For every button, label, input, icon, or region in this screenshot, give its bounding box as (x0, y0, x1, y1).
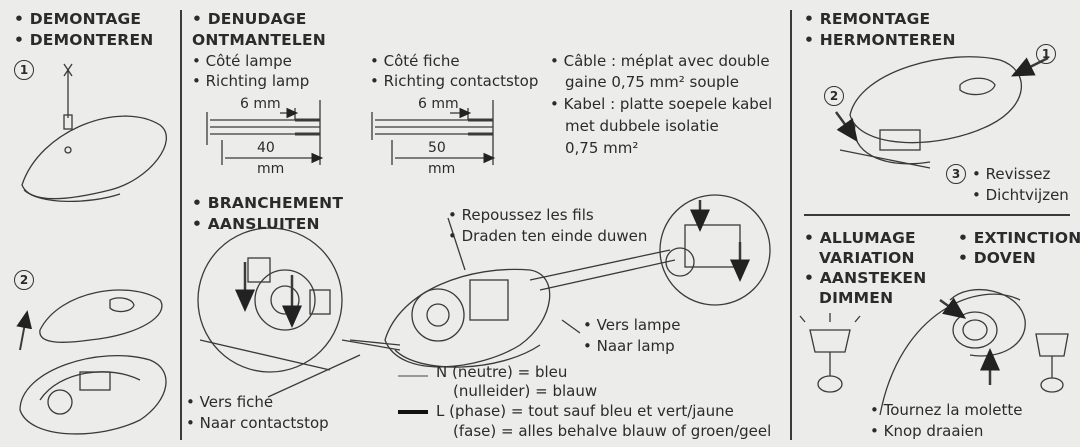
plug-cable-length: 50 (428, 140, 446, 156)
neutral-wire-fr: N (neutre) = bleu (436, 363, 568, 381)
turn-knob-fr: Tournez la molette (870, 403, 1023, 418)
switch-off-fr: EXTINCTION (958, 230, 1080, 247)
switch-on-nl: AANSTEKEN (804, 270, 926, 287)
remontage-step-3: 3 (946, 164, 966, 184)
separator-left (180, 10, 182, 440)
cable-spec-nl-2: met dubbele isolatie (565, 117, 719, 135)
switch-dim-fr: VARIATION (819, 249, 915, 267)
denudage-heading-nl: ONTMANTELEN (192, 31, 326, 49)
demontage-step-1: 1 (14, 60, 34, 80)
strip-diagram-lamp (206, 100, 324, 165)
demontage-heading-fr: DEMONTAGE (14, 11, 141, 28)
switch-off-nl: DOVEN (958, 250, 1036, 267)
lamp-cable-length: 40 (257, 140, 275, 156)
phase-wire-fr: L (phase) = tout sauf bleu et vert/jaune (436, 402, 734, 420)
denudage-lamp-nl: Richting lamp (192, 74, 310, 89)
strip-diagram-plug (371, 100, 496, 165)
remontage-step-2: 2 (824, 86, 844, 106)
denudage-heading-fr: DENUDAGE (192, 11, 307, 28)
switch-dim-nl: DIMMEN (819, 289, 894, 307)
demontage-heading-nl: DEMONTEREN (14, 32, 153, 49)
remontage-step-1: 1 (1036, 44, 1056, 64)
denudage-plug-nl: Richting contactstop (370, 74, 539, 89)
cable-spec-fr-2: gaine 0,75 mm² souple (565, 73, 739, 91)
cable-spec-nl-3: 0,75 mm² (565, 139, 639, 157)
to-lamp-nl: Naar lamp (583, 339, 675, 354)
neutral-wire-nl: (nulleider) = blauw (453, 382, 598, 400)
to-lamp-fr: Vers lampe (583, 318, 681, 333)
push-wires-fr: Repoussez les fils (448, 208, 594, 223)
wiring-zoom-left (197, 227, 401, 373)
branchement-heading-fr: BRANCHEMENT (192, 195, 343, 212)
separator-right-horizontal (804, 214, 1070, 216)
push-wires-nl: Draden ten einde duwen (448, 229, 648, 244)
to-plug-nl: Naar contactstop (186, 416, 329, 431)
plug-strip-length: 6 mm (418, 96, 459, 112)
switch-on-fr: ALLUMAGE (804, 230, 916, 247)
denudage-lamp-fr: Côté lampe (192, 54, 292, 69)
wiring-switch-center (349, 249, 676, 368)
to-plug-fr: Vers fiche (186, 395, 274, 410)
remontage-heading-fr: REMONTAGE (804, 11, 930, 28)
cable-spec-fr-1: Câble : méplat avec double (550, 54, 770, 69)
lamp-strip-length: 6 mm (240, 96, 281, 112)
remontage-drawing (834, 56, 1049, 169)
demontage-switch-top-drawing (21, 63, 167, 203)
separator-right (790, 10, 792, 440)
denudage-plug-fr: Côté fiche (370, 54, 460, 69)
allumage-drawing (799, 288, 1069, 416)
remontage-heading-nl: HERMONTEREN (804, 32, 956, 49)
phase-wire-nl: (fase) = alles behalve blauw of groen/ge… (453, 422, 772, 440)
wiring-zoom-right (659, 194, 771, 306)
screw-back-fr: Revissez (972, 167, 1051, 182)
plug-cable-unit: mm (428, 161, 456, 177)
turn-knob-nl: Knop draaien (870, 424, 984, 439)
branchement-heading-nl: AANSLUITEN (192, 216, 320, 233)
screw-back-nl: Dichtvijzen (972, 188, 1069, 203)
lamp-cable-unit: mm (257, 161, 285, 177)
demontage-step-2: 2 (14, 270, 34, 290)
cable-spec-nl-1: Kabel : platte soepele kabel (550, 97, 773, 112)
demontage-switch-open-drawing (16, 289, 167, 435)
